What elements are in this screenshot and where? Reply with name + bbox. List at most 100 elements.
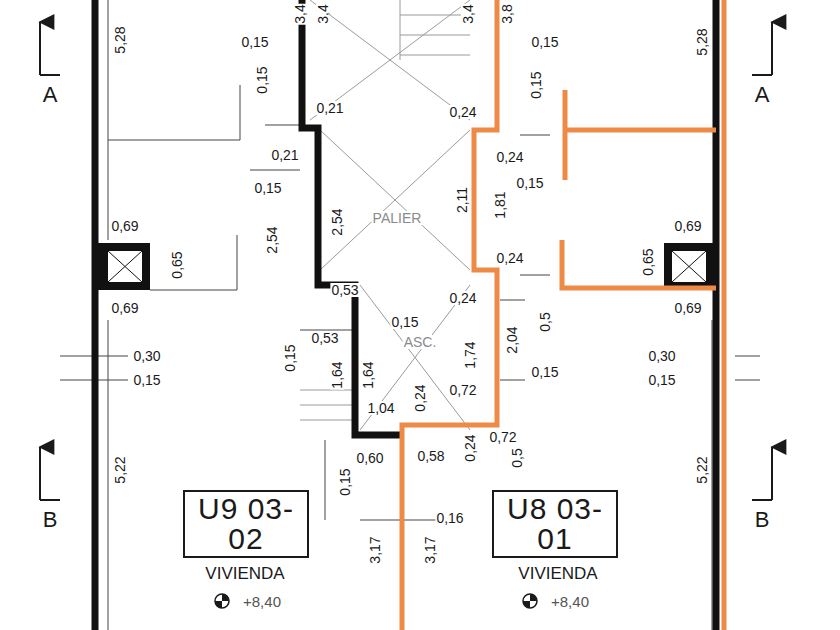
dimension-line <box>735 356 760 357</box>
shafts <box>98 243 716 290</box>
hatch-line <box>310 0 470 120</box>
dimension-label: VIVIENDA <box>517 565 598 582</box>
section-letter: B <box>754 509 771 531</box>
dimension-label: 5,22 <box>113 455 127 484</box>
dimension-label: 0,15 <box>529 70 543 99</box>
stair-line <box>300 420 355 421</box>
section-line <box>752 74 772 76</box>
unit-tag: U8 03-01 <box>492 490 618 558</box>
shaft <box>664 243 716 290</box>
section-letter: A <box>42 84 59 106</box>
section-arrow <box>771 447 773 500</box>
dimension-label: 2,54 <box>330 207 344 236</box>
dimension-label: 0,53 <box>330 283 359 297</box>
orange-wall <box>563 90 568 180</box>
dimension-label: 3,17 <box>368 535 382 564</box>
dimension-label: 0,21 <box>270 148 299 162</box>
level-symbols <box>215 594 537 608</box>
dimension-label: ASC. <box>403 335 438 349</box>
hatch-line <box>320 130 470 270</box>
level-symbol <box>215 594 229 608</box>
stair-hatching <box>300 0 470 430</box>
wall <box>92 0 99 630</box>
dimension-label: 2,54 <box>265 225 279 254</box>
orange-wall <box>565 128 716 133</box>
dimension-line <box>520 135 550 136</box>
dimension-label: 0,15 <box>255 65 269 94</box>
hatch-line <box>310 0 470 120</box>
section-markers <box>40 22 772 500</box>
dimension-label: 0,65 <box>170 250 184 279</box>
section-line <box>752 499 772 501</box>
dimension-label: 0,15 <box>515 176 544 190</box>
dimension-label: 0,5 <box>510 447 524 468</box>
dimension-label: 0,16 <box>435 511 464 525</box>
dimension-label: 0,5 <box>538 311 552 332</box>
dimension-label: 0,24 <box>448 291 477 305</box>
dimension-line <box>108 320 109 630</box>
dimension-label: 0,65 <box>641 247 655 276</box>
dimension-label: 3,17 <box>423 535 437 564</box>
partition-line <box>240 85 241 140</box>
dimension-label: 0,15 <box>530 365 559 379</box>
dimension-label: VIVIENDA <box>204 565 285 582</box>
dimension-label: 0,72 <box>448 383 477 397</box>
orange-wall <box>722 0 727 630</box>
dimension-label: 0,30 <box>647 349 676 363</box>
section-arrow <box>771 22 773 75</box>
unit-outline <box>402 0 724 630</box>
dimension-label: 0,24 <box>413 383 427 412</box>
shaft-cross <box>108 251 142 282</box>
shaft <box>98 243 150 290</box>
dimension-label: 0,15 <box>647 373 676 387</box>
level-symbol <box>523 594 537 608</box>
dimension-label: 0,15 <box>253 181 282 195</box>
dimension-label: 0,24 <box>495 150 524 164</box>
dimension-label: 2,04 <box>505 325 519 354</box>
dimension-label: 0,53 <box>310 331 339 345</box>
dimension-label: 3,4 <box>293 3 307 24</box>
dimension-line <box>250 170 300 171</box>
dimension-label: 0,69 <box>110 301 139 315</box>
partition-line <box>150 290 237 291</box>
dimension-label: +8,40 <box>242 594 282 609</box>
wall <box>713 0 720 630</box>
dimension-label: 0,69 <box>673 301 702 315</box>
dimension-label: 0,15 <box>132 373 161 387</box>
stair-line <box>300 405 355 406</box>
dimension-label: 0,24 <box>495 251 524 265</box>
dimension-line <box>735 380 760 381</box>
dimension-label: 1,74 <box>463 340 477 369</box>
dimension-label: 0,15 <box>283 343 297 372</box>
unit-tag: U9 03-02 <box>183 490 309 558</box>
dimension-label: 1,81 <box>493 190 507 219</box>
unit-code: U9 03-02 <box>191 494 301 554</box>
hatch-line <box>360 285 470 430</box>
dimension-label: 0,72 <box>488 430 517 444</box>
shaft-cross <box>672 251 706 282</box>
walls <box>95 0 716 630</box>
shaft-void <box>108 251 142 282</box>
dimension-label: 0,30 <box>132 349 161 363</box>
partition-line <box>237 235 238 290</box>
orange-wall <box>562 240 716 288</box>
dimension-label: 1,64 <box>361 360 375 389</box>
dimension-line <box>500 300 525 301</box>
hatch-line <box>360 285 470 430</box>
section-letter: B <box>42 509 59 531</box>
dimension-label: 2,11 <box>455 186 469 214</box>
section-arrow <box>39 447 41 500</box>
level-symbol <box>523 594 537 608</box>
hatch-line <box>320 130 470 270</box>
dimension-label: 0,58 <box>416 449 445 463</box>
dimension-label: 0,15 <box>240 35 269 49</box>
dimension-line <box>265 125 300 126</box>
dimension-line <box>108 0 109 240</box>
dimension-label: 5,22 <box>695 455 709 484</box>
unit-code: U8 03-01 <box>500 494 610 554</box>
dimension-label: 5,28 <box>695 27 709 56</box>
dimension-line <box>500 380 525 381</box>
dimension-label: 3,8 <box>500 3 514 24</box>
